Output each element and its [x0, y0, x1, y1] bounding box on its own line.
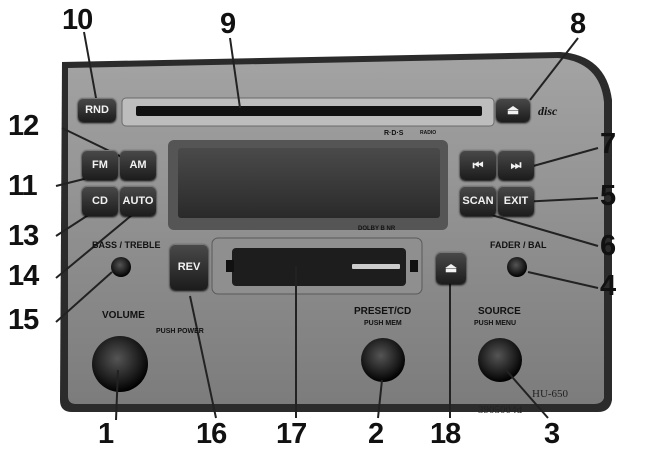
compact-disc-logo: disc [538, 104, 558, 118]
rds-logo: R·D·S [384, 130, 404, 137]
push-power-label: PUSH POWER [156, 328, 204, 335]
callout-1: 1 [98, 418, 114, 450]
callout-10: 10 [62, 4, 93, 36]
dolby-logo: DOLBY B NR [358, 226, 396, 232]
callout-17: 17 [276, 418, 307, 450]
cd-button[interactable]: CD [82, 186, 118, 216]
next-track-button[interactable]: ⏭ [498, 150, 534, 180]
auto-button[interactable]: AUTO [120, 186, 156, 216]
display [178, 148, 440, 218]
callout-11: 11 [8, 170, 38, 202]
volume-label: VOLUME [102, 310, 145, 321]
eject-cassette-button[interactable]: ⏏ [436, 252, 466, 284]
model-name: HU-650 [532, 388, 569, 400]
eject-cd-button[interactable]: ⏏ [496, 98, 530, 122]
am-button[interactable]: AM [120, 150, 156, 180]
callout-6: 6 [600, 230, 616, 262]
preset-cd-label: PRESET/CD [354, 306, 412, 317]
callout-18: 18 [430, 418, 461, 450]
push-mem-label: PUSH MEM [364, 320, 402, 327]
leader-lines [55, 31, 599, 421]
callout-7: 7 [600, 128, 616, 160]
fader-bal-label: FADER / BAL [490, 240, 547, 250]
callout-16: 16 [196, 418, 227, 450]
push-menu-label: PUSH MENU [474, 320, 517, 327]
callout-2: 2 [368, 418, 384, 450]
callout-4: 4 [600, 270, 616, 302]
callout-5: 5 [600, 180, 616, 212]
exit-button[interactable]: EXIT [498, 186, 534, 216]
bass-treble-label: BASS / TREBLE [92, 240, 161, 250]
volume-knob [92, 336, 148, 392]
preset-cd-knob [361, 338, 405, 382]
callout-9: 9 [220, 8, 236, 40]
fm-button[interactable]: FM [82, 150, 118, 180]
cassette-door [232, 248, 406, 286]
model-code: 3905004d [478, 404, 522, 416]
callout-13: 13 [8, 220, 39, 252]
rnd-button[interactable]: RND [78, 98, 116, 122]
callout-15: 15 [8, 304, 39, 336]
callout-14: 14 [8, 260, 39, 292]
previous-track-button[interactable]: ⏮ [460, 150, 496, 180]
source-knob [478, 338, 522, 382]
callout-3: 3 [544, 418, 560, 450]
bass-treble-knob [111, 257, 131, 277]
rds-radio-label: RADIO [420, 130, 437, 136]
callout-12: 12 [8, 110, 39, 142]
scan-button[interactable]: SCAN [460, 186, 496, 216]
cd-slot [136, 106, 482, 116]
rev-button[interactable]: REV [170, 244, 208, 290]
callout-8: 8 [570, 8, 586, 40]
source-label: SOURCE [478, 306, 521, 317]
fader-bal-knob [507, 257, 527, 277]
